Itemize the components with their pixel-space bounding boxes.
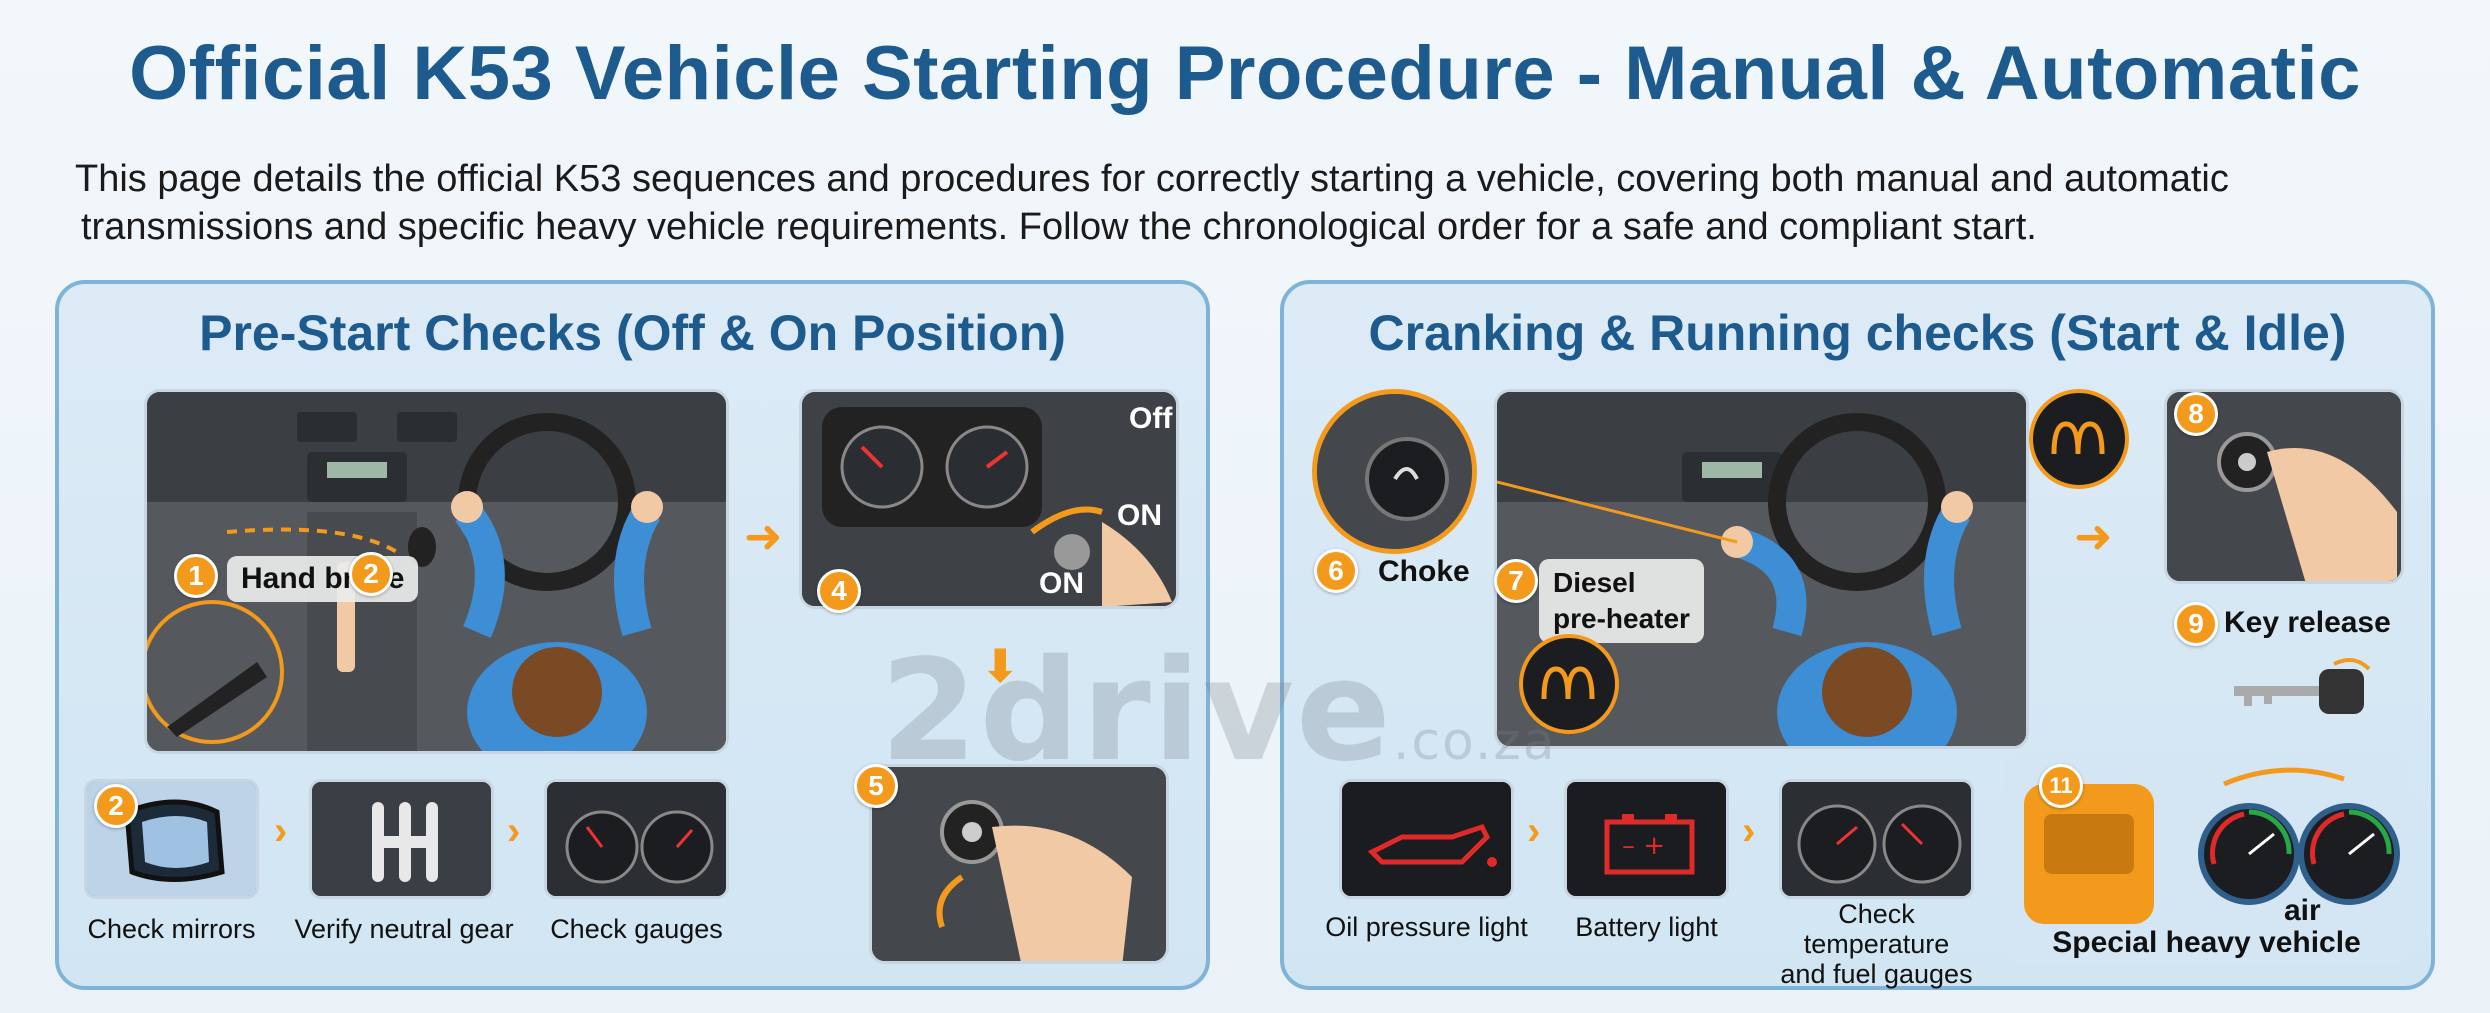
chevron-right-icon-3: › <box>1527 809 1541 853</box>
ignition-on-illustration <box>802 392 1176 606</box>
temp-fuel-gauges-image <box>1779 779 1974 899</box>
glow-plug-icon <box>1519 634 1619 734</box>
step-badge-7: 7 <box>1494 559 1538 603</box>
chevron-right-icon-2: › <box>507 809 521 853</box>
oil-pressure-caption: Oil pressure light <box>1325 912 1528 942</box>
intro-line-1: This page details the official K53 seque… <box>75 158 2229 200</box>
page-title: Official K53 Vehicle Starting Procedure … <box>129 31 2361 116</box>
battery-icon: – + <box>1567 782 1726 896</box>
mirror-icon <box>87 782 256 896</box>
chevron-right-icon-4: › <box>1742 809 1756 853</box>
step-badge-1: 1 <box>174 554 218 598</box>
temp-fuel-gauges-icon <box>1782 782 1971 896</box>
chevron-right-icon: › <box>274 809 288 853</box>
preheater-label: Diesel pre-heater <box>1539 559 1704 643</box>
watermark-domain: .co.za <box>1392 712 1557 772</box>
dashboard-illustration <box>147 392 726 751</box>
step-badge-11: 11 <box>2039 764 2083 808</box>
step-badge-9: 9 <box>2174 602 2218 646</box>
step-badge-6: 6 <box>1314 549 1358 593</box>
preheater-label-line2: pre-heater <box>1553 603 1690 634</box>
heavy-air-label: air <box>2284 894 2321 927</box>
key-icon <box>2224 654 2374 729</box>
key-release-label: Key release <box>2224 606 2391 639</box>
glow-plug-indicator-icon <box>2029 389 2129 489</box>
check-gauges-caption: Check gauges <box>550 914 723 944</box>
check-mirrors-image <box>84 779 259 899</box>
watermark-brand: 2drive <box>880 630 1393 793</box>
check-mirrors-caption: Check mirrors <box>87 914 256 944</box>
on-label-top: ON <box>1117 499 1162 532</box>
oil-can-icon <box>1342 782 1511 896</box>
preheater-label-line1: Diesel <box>1553 567 1636 598</box>
temp-fuel-caption-line1: Check temperature <box>1803 899 1950 959</box>
gauges-icon <box>547 782 726 896</box>
step-badge-4: 4 <box>817 569 861 613</box>
svg-text:– +: – + <box>1622 831 1665 861</box>
key-crank-illustration <box>872 767 1166 961</box>
arrow-right-icon: ➜ <box>744 510 783 562</box>
intro-line-2: transmissions and specific heavy vehicle… <box>81 206 2037 248</box>
cranking-title: Cranking & Running checks (Start & Idle) <box>1368 305 2347 361</box>
gear-shift-icon <box>312 782 491 896</box>
pre-start-title: Pre-Start Checks (Off & On Position) <box>199 305 1066 361</box>
neutral-gear-caption: Verify neutral gear <box>294 914 514 944</box>
step-badge-8: 8 <box>2174 392 2218 436</box>
ignition-on-image <box>799 389 1179 609</box>
heavy-vehicle-label: Special heavy vehicle <box>2052 926 2361 959</box>
intro-text: This page details the official K53 seque… <box>75 155 2435 251</box>
check-gauges-image <box>544 779 729 899</box>
temp-fuel-caption: Check temperature and fuel gauges <box>1764 899 1989 989</box>
neutral-gear-image <box>309 779 494 899</box>
battery-light-image: – + <box>1564 779 1729 899</box>
dashboard-overview-image <box>144 389 729 754</box>
cranking-panel: Cranking & Running checks (Start & Idle)… <box>1280 280 2435 990</box>
choke-knob-icon <box>1317 394 1472 549</box>
heavy-vehicle-illustration <box>2024 767 2400 924</box>
choke-image <box>1312 389 1477 554</box>
step-badge-5: 5 <box>854 764 898 808</box>
choke-label: Choke <box>1378 555 1470 588</box>
arrow-down-icon: ⬇ <box>981 640 1020 692</box>
temp-fuel-caption-line2: and fuel gauges <box>1780 959 1973 989</box>
key-crank-image <box>869 764 1169 964</box>
oil-pressure-light-image <box>1339 779 1514 899</box>
pre-start-panel: Pre-Start Checks (Off & On Position) 1 H… <box>55 280 1210 990</box>
step-badge-2-gear: 2 <box>349 552 393 596</box>
watermark-logo: 2drive.co.za <box>880 630 1557 793</box>
arrow-right-icon-right: ➜ <box>2074 510 2113 562</box>
on-label-bottom: ON <box>1039 567 1084 600</box>
step-badge-2-mirrors: 2 <box>94 784 138 828</box>
battery-light-caption: Battery light <box>1575 912 1718 942</box>
off-label: Off <box>1129 402 1173 435</box>
